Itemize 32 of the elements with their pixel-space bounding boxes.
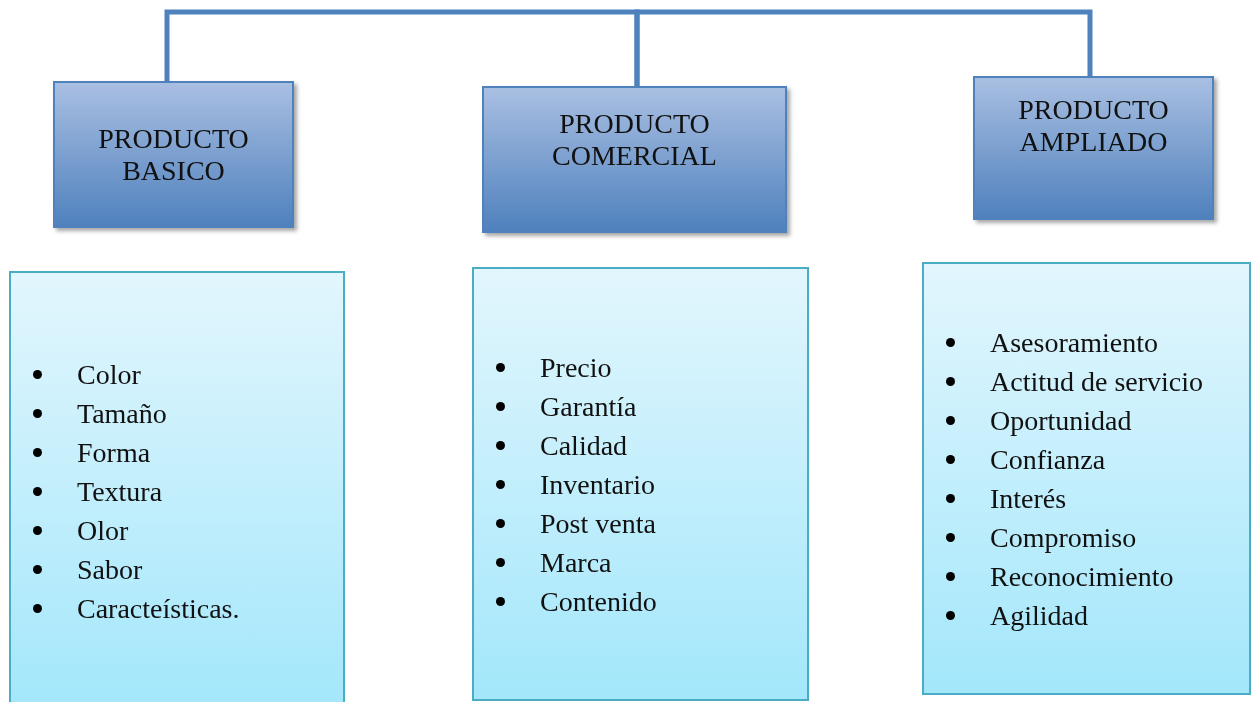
list-item: Marca (540, 545, 612, 580)
list-item: Calidad (540, 428, 628, 463)
list-item: Tamaño (77, 396, 167, 431)
list-item: Post venta (540, 506, 656, 541)
list-item: Oportunidad (990, 403, 1132, 438)
list-item: Olor (77, 513, 129, 548)
list-item: Compromiso (990, 520, 1137, 555)
list-item: Confianza (990, 442, 1106, 477)
list-box (9, 271, 345, 702)
box-title: PRODUCTO COMERCIAL (551, 108, 718, 172)
box-title: PRODUCTO BASICO (97, 123, 250, 187)
list-item: Caracteísticas. (77, 591, 240, 626)
list-box (922, 262, 1251, 695)
list-box (472, 267, 809, 701)
list-item: Color (77, 357, 141, 392)
list-item: Inventario (540, 467, 656, 502)
list-item: Textura (77, 474, 163, 509)
list-item: Asesoramiento (990, 325, 1158, 360)
list-item: Forma (77, 435, 151, 470)
list-item: Agilidad (990, 598, 1088, 633)
list-item: Reconocimiento (990, 559, 1174, 594)
list-item: Contenido (540, 584, 657, 619)
connector-line (634, 9, 1093, 86)
list-item: Sabor (77, 552, 143, 587)
box-title: PRODUCTO AMPLIADO (1017, 94, 1170, 158)
list-item: Precio (540, 350, 612, 385)
title-box (973, 76, 1214, 220)
title-box (53, 81, 294, 228)
list-item: Interés (990, 481, 1067, 516)
list-item: Actitud de servicio (990, 364, 1204, 399)
title-box (482, 86, 787, 233)
list-item: Garantía (540, 389, 637, 424)
